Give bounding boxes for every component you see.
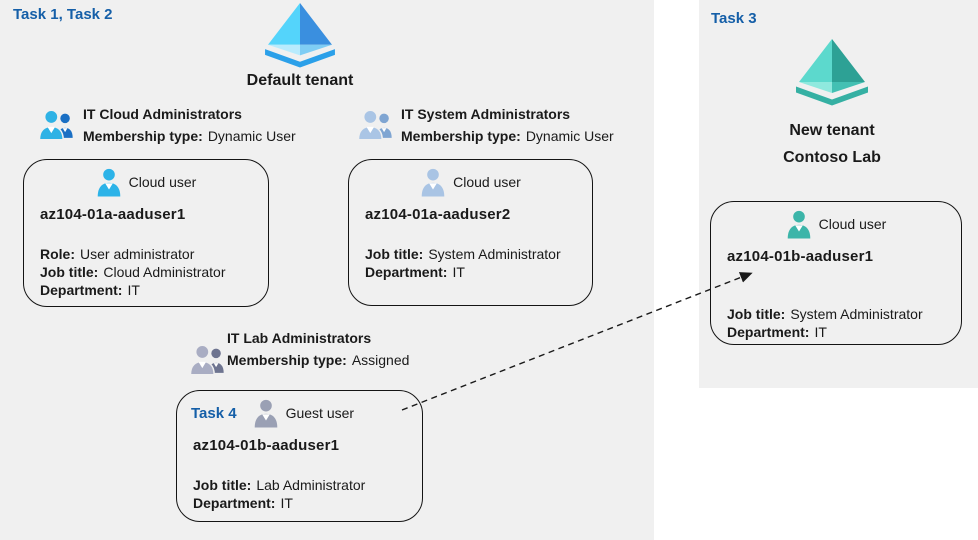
user-card-aaduser1: Cloud user az104-01a-aaduser1 Role:User … xyxy=(23,159,269,307)
cloud-user-icon xyxy=(787,210,810,238)
default-tenant-azure-ad-icon xyxy=(262,2,338,68)
field-department: Department:IT xyxy=(365,264,465,280)
card-header: Cloud user xyxy=(349,166,592,198)
group-it-lab-administrators: IT Lab Administrators Membership type:As… xyxy=(227,330,409,368)
group-name: IT Lab Administrators xyxy=(227,330,372,346)
task-4-label: Task 4 xyxy=(191,404,237,422)
user-card-aaduser2: Cloud user az104-01a-aaduser2 Job title:… xyxy=(348,159,593,306)
user-fields: Job title:System Administrator Departmen… xyxy=(727,305,945,341)
group-name: IT Cloud Administrators xyxy=(83,106,242,122)
group-icon-it-cloud-administrators xyxy=(38,107,76,143)
user-type-label: Cloud user xyxy=(453,174,521,190)
user-fields: Job title:Lab Administrator Department:I… xyxy=(193,476,406,512)
group-it-cloud-administrators: IT Cloud Administrators Membership type:… xyxy=(83,106,296,144)
field-job-title: Job title:Cloud Administrator xyxy=(40,264,226,280)
group-name: IT System Administrators xyxy=(401,106,571,122)
user-group-icon xyxy=(38,109,73,141)
task-1-2-label: Task 1, Task 2 xyxy=(13,6,113,23)
new-tenant-label-line2: Contoso Lab xyxy=(783,149,881,166)
user-name: az104-01a-aaduser1 xyxy=(40,206,186,223)
group-membership: Membership type:Dynamic User xyxy=(83,128,296,144)
card-header: Cloud user xyxy=(24,166,268,198)
group-membership: Membership type:Assigned xyxy=(227,352,410,368)
card-header: Task 4 Guest user xyxy=(177,397,422,429)
user-fields: Job title:System Administrator Departmen… xyxy=(365,245,576,281)
guest-user-icon xyxy=(254,399,277,427)
cloud-user-icon xyxy=(97,168,120,196)
new-tenant-label-line1: New tenant xyxy=(789,122,875,139)
field-department: Department:IT xyxy=(727,324,827,340)
field-role: Role:User administrator xyxy=(40,246,195,262)
default-tenant-region xyxy=(0,0,654,540)
new-tenant-azure-ad-icon xyxy=(794,38,870,106)
group-icon-it-lab-administrators xyxy=(189,342,227,378)
field-job-title: Job title:Lab Administrator xyxy=(193,477,366,493)
user-fields: Role:User administrator Job title:Cloud … xyxy=(40,245,252,299)
field-department: Department:IT xyxy=(193,495,293,511)
group-it-system-administrators: IT System Administrators Membership type… xyxy=(401,106,614,144)
task-3-label: Task 3 xyxy=(711,10,757,27)
user-type-label: Cloud user xyxy=(818,216,887,232)
user-type-label: Guest user xyxy=(285,405,355,421)
guest-user-card-aaduser1: Task 4 Guest user az104-01b-aaduser1 Job… xyxy=(176,390,423,522)
user-group-icon xyxy=(189,344,224,376)
cloud-user-icon xyxy=(421,168,445,196)
new-tenant-user-card-aaduser1: Cloud user az104-01b-aaduser1 Job title:… xyxy=(710,201,962,345)
user-type-label: Cloud user xyxy=(128,174,197,190)
group-membership: Membership type:Dynamic User xyxy=(401,128,614,144)
field-department: Department:IT xyxy=(40,282,140,298)
user-group-icon xyxy=(357,109,392,141)
default-tenant-label: Default tenant xyxy=(246,72,354,89)
user-name: az104-01a-aaduser2 xyxy=(365,206,511,223)
user-name: az104-01b-aaduser1 xyxy=(193,437,340,454)
user-name: az104-01b-aaduser1 xyxy=(727,248,874,265)
field-job-title: Job title:System Administrator xyxy=(727,306,923,322)
card-header: Cloud user xyxy=(711,208,961,240)
group-icon-it-system-administrators xyxy=(357,107,395,143)
field-job-title: Job title:System Administrator xyxy=(365,246,561,262)
